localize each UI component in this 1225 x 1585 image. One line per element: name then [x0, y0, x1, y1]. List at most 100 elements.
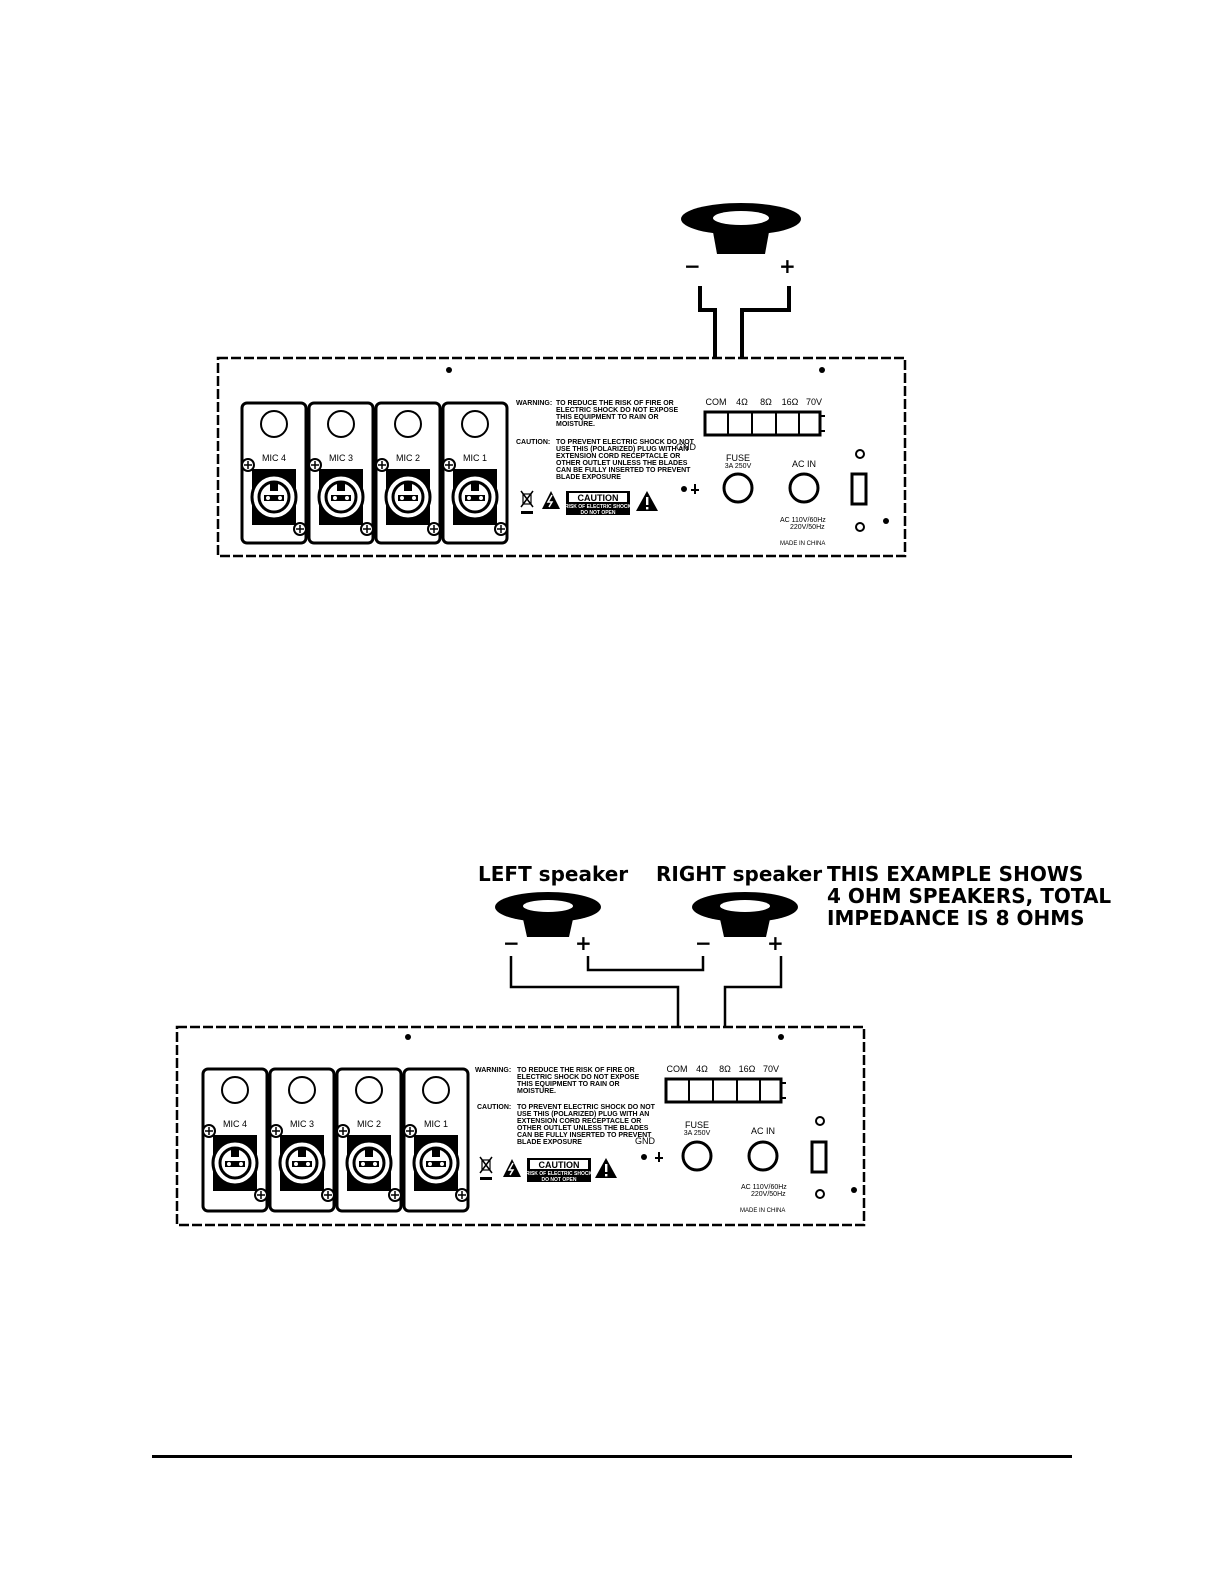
- ac-rating-1: AC 110V/60Hz: [780, 517, 826, 524]
- warning-line-2: ELECTRIC SHOCK DO NOT EXPOSE: [556, 407, 678, 414]
- svg-text:DO NOT OPEN: DO NOT OPEN: [541, 1177, 576, 1183]
- left-speaker-icon: [495, 892, 601, 937]
- fuse-holder: [681, 1140, 713, 1172]
- svg-text:DO NOT OPEN: DO NOT OPEN: [580, 510, 615, 516]
- right-speaker-label: RIGHT speaker: [656, 862, 822, 886]
- fuse-label: FUSE: [726, 453, 750, 463]
- warning-line-3: THIS EQUIPMENT TO RAIN OR: [517, 1081, 620, 1088]
- speaker-icon: [681, 203, 801, 254]
- fuse-rating: 3A 250V: [725, 463, 752, 470]
- caution-line-1: TO PREVENT ELECTRIC SHOCK DO NOT: [556, 439, 695, 446]
- mic-3-label: MIC 3: [329, 453, 353, 463]
- caution-label: CAUTION:: [477, 1104, 511, 1111]
- ground-icon: [691, 484, 699, 494]
- caution-line-3: EXTENSION CORD RECEPTACLE OR: [556, 453, 680, 460]
- ac-inlet: [788, 472, 820, 504]
- caution-line-5: CAN BE FULLY INSERTED TO PREVENT: [556, 467, 691, 474]
- mic-input-1: MIC 1: [441, 401, 509, 545]
- warning-label: WARNING:: [475, 1067, 511, 1074]
- caution-line-6: BLADE EXPOSURE: [556, 474, 621, 481]
- terminal-com-label: COM: [667, 1064, 688, 1074]
- warning-line-1: TO REDUCE THE RISK OF FIRE OR: [517, 1067, 635, 1074]
- made-in-label: MADE IN CHINA: [740, 1208, 785, 1214]
- terminal-16-label: 16Ω: [782, 397, 799, 407]
- svg-text:CAUTION: CAUTION: [578, 493, 619, 503]
- exclamation-warning-icon: [636, 491, 658, 511]
- mount-hole: [855, 522, 865, 532]
- ac-rating-2: 220V/50Hz: [751, 1191, 786, 1198]
- diagram-1: − + MIC 4 MIC 3: [216, 203, 907, 558]
- terminal-8-label: 8Ω: [719, 1064, 731, 1074]
- caution-line-3: EXTENSION CORD RECEPTACLE OR: [517, 1118, 641, 1125]
- footer-rule: [152, 1455, 1072, 1458]
- terminal-70v-label: 70V: [763, 1064, 779, 1074]
- mount-hole: [815, 1116, 825, 1126]
- right-plus-label: +: [767, 931, 784, 955]
- fuse-rating: 3A 250V: [684, 1130, 711, 1137]
- mic-input-3: MIC 3: [307, 401, 375, 545]
- fuse-label: FUSE: [685, 1120, 709, 1130]
- mic-4-label: MIC 4: [262, 453, 286, 463]
- speaker-terminal-block: [703, 410, 825, 437]
- right-speaker-icon: [692, 892, 798, 937]
- mount-hole: [855, 449, 865, 459]
- series-link-wire: [586, 956, 705, 972]
- fuse-holder: [722, 472, 754, 504]
- note-line-2: 4 OHM SPEAKERS, TOTAL: [827, 884, 1111, 908]
- mount-hole: [815, 1189, 825, 1199]
- ac-inlet: [747, 1140, 779, 1172]
- caution-line-2: USE THIS (POLARIZED) PLUG WITH AN: [517, 1111, 649, 1118]
- gnd-label: GND: [676, 442, 697, 452]
- shock-warning-icon: [542, 491, 560, 509]
- caution-line-4: OTHER OUTLET UNLESS THE BLADES: [517, 1125, 649, 1132]
- mic-1-label: MIC 1: [424, 1119, 448, 1129]
- mic-3-label: MIC 3: [290, 1119, 314, 1129]
- weee-bin-icon: [520, 490, 534, 514]
- warning-line-1: TO REDUCE THE RISK OF FIRE OR: [556, 400, 674, 407]
- gnd-screw-icon: [641, 1154, 647, 1160]
- left-plus-label: +: [575, 931, 592, 955]
- gnd-label: GND: [635, 1136, 656, 1146]
- shock-warning-icon: [503, 1159, 521, 1177]
- left-minus-label: −: [503, 931, 520, 955]
- speaker-terminal-block: [664, 1077, 786, 1104]
- ac-rating-1: AC 110V/60Hz: [741, 1184, 787, 1191]
- ac-in-label: AC IN: [751, 1126, 775, 1136]
- svg-text:RISK OF ELECTRIC SHOCK: RISK OF ELECTRIC SHOCK: [526, 1171, 593, 1177]
- warning-line-4: MOISTURE.: [517, 1088, 556, 1095]
- caution-line-4: OTHER OUTLET UNLESS THE BLADES: [556, 460, 688, 467]
- warning-line-2: ELECTRIC SHOCK DO NOT EXPOSE: [517, 1074, 639, 1081]
- power-switch: [810, 1140, 828, 1174]
- caution-label: CAUTION:: [516, 439, 550, 446]
- power-switch: [850, 472, 868, 506]
- warning-label: WARNING:: [516, 400, 552, 407]
- mic-2-label: MIC 2: [357, 1119, 381, 1129]
- svg-text:CAUTION: CAUTION: [539, 1160, 580, 1170]
- terminal-8-label: 8Ω: [760, 397, 772, 407]
- exclamation-warning-icon: [595, 1158, 617, 1178]
- caution-line-5: CAN BE FULLY INSERTED TO PREVENT: [517, 1132, 652, 1139]
- caution-box: CAUTION RISK OF ELECTRIC SHOCK DO NOT OP…: [565, 491, 632, 516]
- ac-in-label: AC IN: [792, 459, 816, 469]
- gnd-screw-icon: [681, 486, 687, 492]
- mic-input-2: MIC 2: [335, 1067, 403, 1213]
- caution-box: CAUTION RISK OF ELECTRIC SHOCK DO NOT OP…: [526, 1158, 593, 1183]
- ground-icon: [655, 1152, 663, 1162]
- terminal-70v-label: 70V: [806, 397, 822, 407]
- mic-input-1: MIC 1: [402, 1067, 470, 1213]
- left-speaker-label: LEFT speaker: [478, 862, 628, 886]
- amplifier-rear-panel: MIC 4 MIC 3 MIC 2 MIC 1 WARNIN: [175, 1025, 866, 1227]
- mic-input-2: MIC 2: [374, 401, 442, 545]
- caution-line-1: TO PREVENT ELECTRIC SHOCK DO NOT: [517, 1104, 656, 1111]
- svg-text:RISK OF ELECTRIC SHOCK: RISK OF ELECTRIC SHOCK: [565, 504, 632, 510]
- mic-2-label: MIC 2: [396, 453, 420, 463]
- note-line-1: THIS EXAMPLE SHOWS: [827, 862, 1083, 886]
- warning-line-3: THIS EQUIPMENT TO RAIN OR: [556, 414, 659, 421]
- weee-bin-icon: [479, 1156, 493, 1180]
- amplifier-rear-panel: MIC 4 MIC 3 MIC 2 MIC 1: [216, 356, 907, 558]
- speaker-plus-label: +: [779, 254, 796, 278]
- caution-line-2: USE THIS (POLARIZED) PLUG WITH AN: [556, 446, 688, 453]
- terminal-16-label: 16Ω: [739, 1064, 756, 1074]
- terminal-4-label: 4Ω: [696, 1064, 708, 1074]
